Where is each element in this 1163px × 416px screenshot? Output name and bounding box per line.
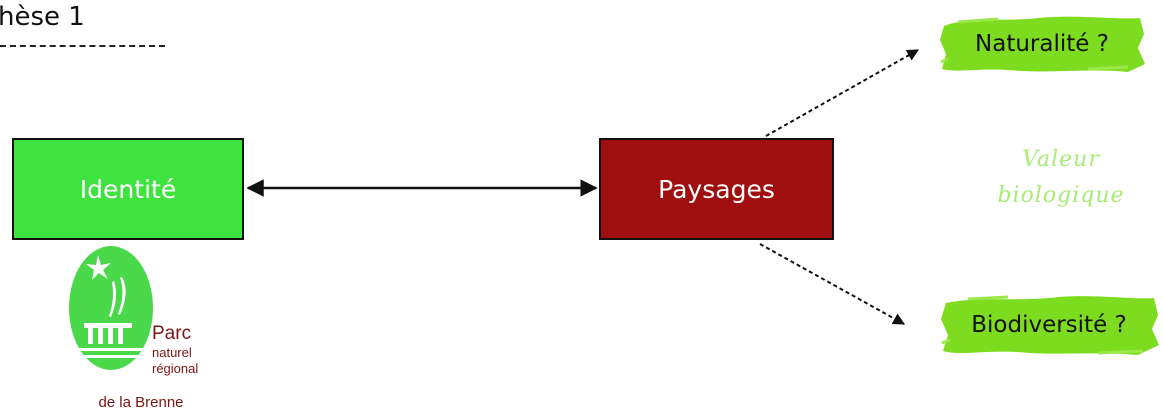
annotation-line-2: biologique [997, 183, 1125, 208]
heading-underline [0, 45, 165, 47]
naturalite-tag: Naturalité ? [938, 14, 1146, 74]
brush-highlight [940, 16, 1145, 73]
park-logo-icon [69, 246, 153, 370]
annotation-line-1: Valeur [1022, 147, 1100, 172]
logo-regional: régional [152, 361, 199, 376]
valeur-biologique-annotation: Valeur biologique [966, 142, 1156, 214]
logo-brenne: de la Brenne [98, 394, 184, 411]
biodiversite-tag: Biodiversité ? [938, 293, 1160, 357]
diagram-heading: hèse 1 [0, 2, 85, 32]
arrow-to-naturalite [765, 49, 920, 137]
paysages-box: Paysages [599, 138, 834, 240]
biodiversite-label: Biodiversité ? [971, 312, 1127, 338]
identite-label: Identité [79, 174, 177, 204]
identite-box: Identité [12, 138, 244, 240]
brush-highlight [941, 295, 1159, 355]
logo-parc: Parc [152, 323, 192, 344]
logo-naturel: naturel [152, 345, 192, 360]
arrow-to-biodiversite [759, 243, 906, 325]
naturalite-label: Naturalité ? [975, 31, 1109, 57]
paysages-label: Paysages [658, 174, 775, 204]
